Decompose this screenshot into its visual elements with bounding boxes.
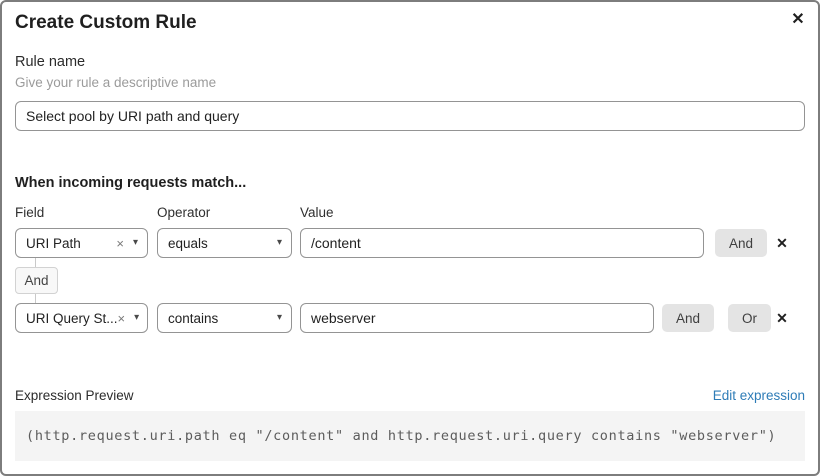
expression-preview-header: Expression Preview Edit expression bbox=[15, 388, 805, 403]
rule-name-hint: Give your rule a descriptive name bbox=[15, 75, 217, 90]
value-input-1[interactable] bbox=[300, 228, 704, 258]
field-dropdown-1-value: URI Path bbox=[26, 235, 81, 251]
column-labels: Field Operator Value bbox=[15, 205, 805, 222]
field-dropdown-2[interactable]: URI Query St... × ▾ bbox=[15, 303, 148, 333]
expression-preview-label: Expression Preview bbox=[15, 388, 134, 403]
condition-connector: And bbox=[15, 258, 805, 303]
field-column-label: Field bbox=[15, 205, 45, 220]
rule-name-label: Rule name bbox=[15, 54, 86, 70]
add-and-condition-button-1[interactable]: And bbox=[715, 229, 768, 257]
edit-expression-link[interactable]: Edit expression bbox=[712, 388, 805, 403]
chevron-down-icon: ▾ bbox=[132, 237, 138, 248]
clear-icon[interactable]: × bbox=[117, 310, 126, 326]
expression-code-block: (http.request.uri.path eq "/content" and… bbox=[15, 411, 805, 461]
match-heading: When incoming requests match... bbox=[15, 175, 247, 191]
chevron-down-icon: ▾ bbox=[134, 312, 140, 323]
field-dropdown-1[interactable]: URI Path × ▾ bbox=[15, 228, 148, 258]
value-input-2[interactable] bbox=[300, 303, 654, 333]
add-and-condition-button-2[interactable]: And bbox=[662, 304, 715, 332]
rule-name-input[interactable] bbox=[15, 101, 805, 131]
clear-icon[interactable]: × bbox=[116, 235, 124, 251]
field-dropdown-2-value: URI Query St... bbox=[26, 310, 118, 326]
connector-line-bottom bbox=[35, 294, 36, 303]
operator-column-label: Operator bbox=[157, 205, 211, 220]
match-row-2: URI Query St... × ▾ contains ▾ And Or ✕ bbox=[15, 303, 805, 333]
delete-row-icon-1[interactable]: ✕ bbox=[774, 235, 790, 251]
delete-row-icon-2[interactable]: ✕ bbox=[774, 310, 790, 326]
chevron-down-icon: ▾ bbox=[276, 237, 282, 248]
dialog-title: Create Custom Rule bbox=[15, 12, 197, 33]
value-column-label: Value bbox=[300, 205, 334, 220]
operator-dropdown-2[interactable]: contains ▾ bbox=[157, 303, 292, 333]
chevron-down-icon: ▾ bbox=[276, 312, 282, 323]
operator-dropdown-1[interactable]: equals ▾ bbox=[157, 228, 292, 258]
connector-line-top bbox=[35, 258, 36, 267]
close-icon[interactable]: ✕ bbox=[787, 9, 809, 31]
and-connector-badge: And bbox=[15, 267, 58, 294]
match-row-1: URI Path × ▾ equals ▾ And ✕ bbox=[15, 228, 805, 258]
operator-dropdown-1-value: equals bbox=[168, 235, 208, 251]
operator-dropdown-2-value: contains bbox=[168, 310, 219, 326]
add-or-condition-button-2[interactable]: Or bbox=[728, 304, 772, 332]
